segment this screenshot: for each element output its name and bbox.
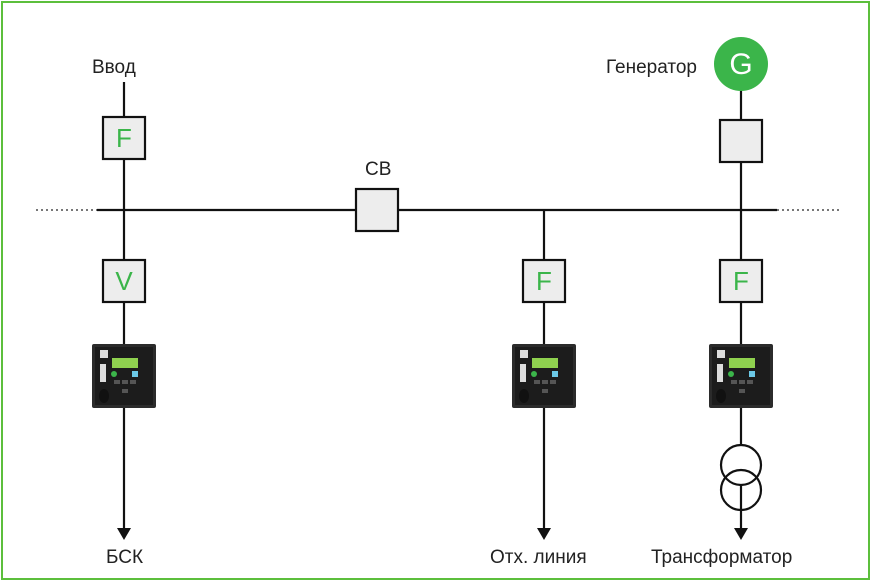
capacitor-bank-label: БСК [106, 547, 144, 568]
capacitor-breaker-function: V [115, 266, 133, 296]
transformer-icon [719, 443, 763, 512]
generator-symbol: G [729, 48, 753, 81]
bus-coupler-breaker [354, 187, 400, 233]
arrow-down-icon [537, 528, 551, 540]
relay-device-icon [709, 344, 773, 408]
line-breaker [521, 258, 567, 304]
input-label: Ввод [92, 57, 136, 78]
relay-device-icon [512, 344, 576, 408]
relay-device-icon [92, 344, 156, 408]
line-breaker-function: F [536, 266, 552, 296]
input-breaker [101, 115, 147, 161]
generator-icon [714, 37, 768, 91]
arrow-down-icon [117, 528, 131, 540]
capacitor-breaker [101, 258, 147, 304]
generator-breaker [718, 118, 764, 164]
bus-coupler-label: СВ [365, 159, 392, 180]
generator-label: Генератор [606, 57, 697, 78]
arrow-down-icon [734, 528, 748, 540]
transformer-breaker-function: F [733, 266, 749, 296]
outgoing-line-label: Отх. линия [490, 547, 587, 568]
transformer-label: Трансформатор [651, 547, 793, 568]
transformer-breaker [718, 258, 764, 304]
input-breaker-function: F [116, 123, 132, 153]
